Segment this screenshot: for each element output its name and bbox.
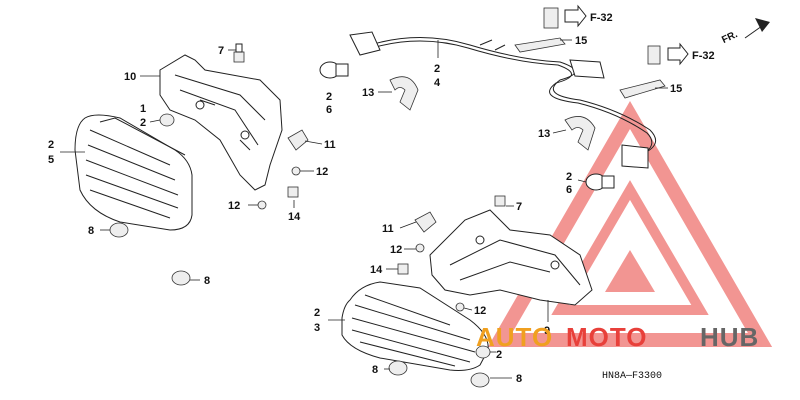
label-2: 2 — [434, 63, 440, 75]
label-14: 14 — [288, 211, 301, 223]
reference-arrow-2 — [667, 42, 689, 66]
label-12: 12 — [316, 166, 328, 178]
watermark-brand-moto: MOTO — [566, 322, 648, 352]
label-8: 8 — [372, 364, 378, 376]
reference-labels: F-32 F-32 FR. — [590, 12, 740, 62]
part-labels: 1 2 10 7 2 5 2 6 11 12 13 2 4 14 12 8 8 … — [48, 35, 682, 385]
bolt-part — [233, 43, 245, 63]
label-13: 13 — [538, 128, 550, 140]
label-9: 9 — [544, 325, 550, 337]
label-2: 2 — [566, 171, 572, 183]
reference-label-f32: F-32 — [590, 12, 613, 24]
label-6: 6 — [326, 104, 332, 116]
label-6: 6 — [566, 184, 572, 196]
label-15: 15 — [670, 83, 682, 95]
wire-harness — [349, 31, 657, 169]
label-10: 10 — [124, 71, 136, 83]
label-8: 8 — [516, 373, 522, 385]
right-headlight — [341, 281, 489, 371]
label-2: 2 — [326, 91, 332, 103]
clamp-part — [389, 76, 596, 151]
label-2: 2 — [496, 349, 502, 361]
stay-part — [514, 7, 666, 99]
bulb-part — [319, 61, 615, 191]
label-11: 11 — [324, 139, 336, 151]
label-3: 3 — [314, 322, 320, 334]
watermark-text: AUTO MOTO HUB — [476, 322, 759, 352]
rubber-part — [109, 222, 191, 286]
diagram-code: HN8A—F3300 — [602, 371, 662, 382]
watermark-logo — [487, 101, 773, 347]
label-2: 2 — [140, 117, 146, 129]
label-12: 12 — [474, 305, 486, 317]
left-bracket — [159, 54, 283, 191]
right-bracket — [429, 209, 593, 306]
reference-label-f32: F-32 — [692, 50, 715, 62]
label-12: 12 — [228, 200, 240, 212]
grommet-part — [159, 113, 175, 127]
reference-arrow-1 — [564, 4, 587, 28]
leader-lines — [60, 39, 668, 379]
label-8: 8 — [204, 275, 210, 287]
right-small-parts — [388, 195, 506, 388]
label-8: 8 — [88, 225, 94, 237]
label-4: 4 — [434, 77, 441, 89]
label-12: 12 — [390, 244, 402, 256]
label-5: 5 — [48, 154, 54, 166]
label-2: 2 — [48, 139, 54, 151]
left-headlight — [74, 114, 193, 231]
label-2: 2 — [314, 307, 320, 319]
front-arrow — [744, 18, 770, 39]
label-7: 7 — [516, 201, 522, 213]
label-14: 14 — [370, 264, 383, 276]
nut-part — [287, 186, 299, 198]
watermark-brand-hub: HUB — [700, 322, 759, 352]
label-7: 7 — [218, 45, 224, 57]
watermark-brand-auto: AUTO — [476, 322, 553, 352]
clip-part — [287, 129, 309, 151]
label-1: 1 — [140, 103, 146, 115]
label-15: 15 — [575, 35, 587, 47]
front-label: FR. — [720, 29, 739, 46]
label-13: 13 — [362, 87, 374, 99]
label-11: 11 — [382, 223, 394, 235]
